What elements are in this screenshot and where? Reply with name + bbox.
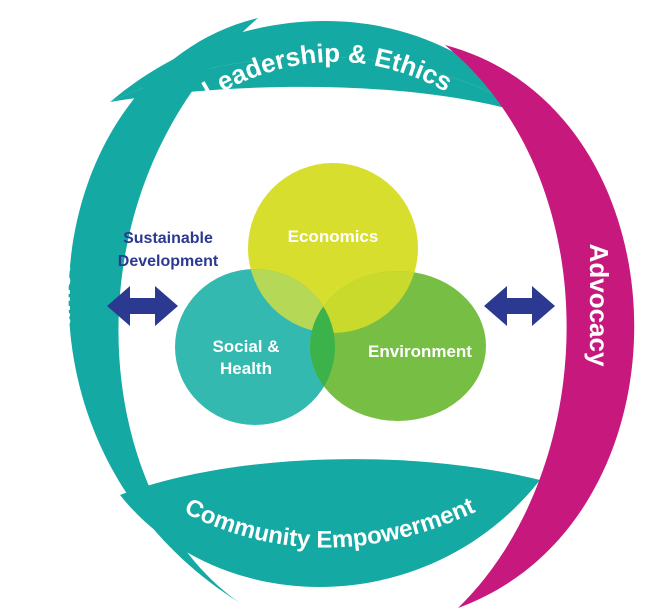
economics-social-overlap: [248, 269, 335, 333]
sustainable-development-line2: Development: [118, 253, 219, 270]
social-health-label-line1: Social &: [212, 337, 279, 356]
sustainable-development-line1: Sustainable: [123, 230, 213, 247]
social-health-label-line2: Health: [220, 359, 272, 378]
leadership-band: [110, 21, 530, 115]
advocacy-band: [445, 45, 635, 608]
environment-label: Environment: [368, 342, 472, 361]
double-arrow-icon: [484, 286, 555, 326]
communication-label: Communication: [46, 212, 76, 408]
communication-band: [68, 18, 258, 603]
community-empowerment-band: [120, 459, 540, 587]
advocacy-label: Advocacy: [584, 244, 614, 367]
economics-environment-overlap: [310, 271, 418, 333]
leadership-band-inner: [110, 57, 530, 115]
economics-label: Economics: [288, 227, 379, 246]
double-arrow-icon: [107, 286, 178, 326]
